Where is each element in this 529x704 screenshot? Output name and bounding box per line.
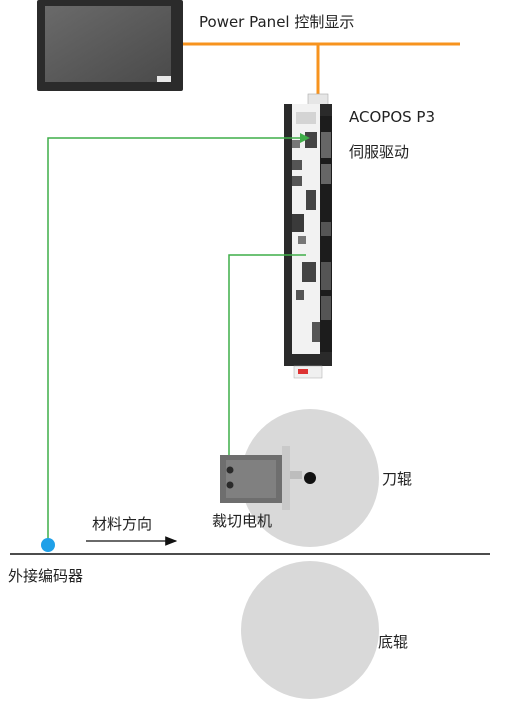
knife-roller-label: 刀辊 (382, 470, 413, 488)
panel-label: Power Panel 控制显示 (199, 13, 355, 31)
bottom-roller-label: 底辊 (378, 633, 409, 651)
encoder-input-arrow (300, 133, 310, 143)
knife-roller-shaft (304, 472, 316, 484)
ethernet-lines (183, 42, 460, 96)
signal-lines (47, 137, 306, 545)
motor-signal-line (228, 254, 306, 470)
encoder-dot-icon (41, 538, 55, 552)
encoder-signal-line (47, 137, 300, 545)
motor-label: 裁切电机 (212, 512, 273, 530)
material-direction-label: 材料方向 (92, 515, 153, 533)
cutting-motor-icon (220, 446, 302, 510)
drive-type-label: 伺服驱动 (349, 143, 410, 161)
drive-model-label: ACOPOS P3 (349, 108, 436, 126)
bottom-roller (241, 561, 379, 699)
encoder-label: 外接编码器 (8, 567, 84, 585)
power-panel-icon (37, 0, 183, 91)
servo-drive-icon (284, 93, 332, 379)
